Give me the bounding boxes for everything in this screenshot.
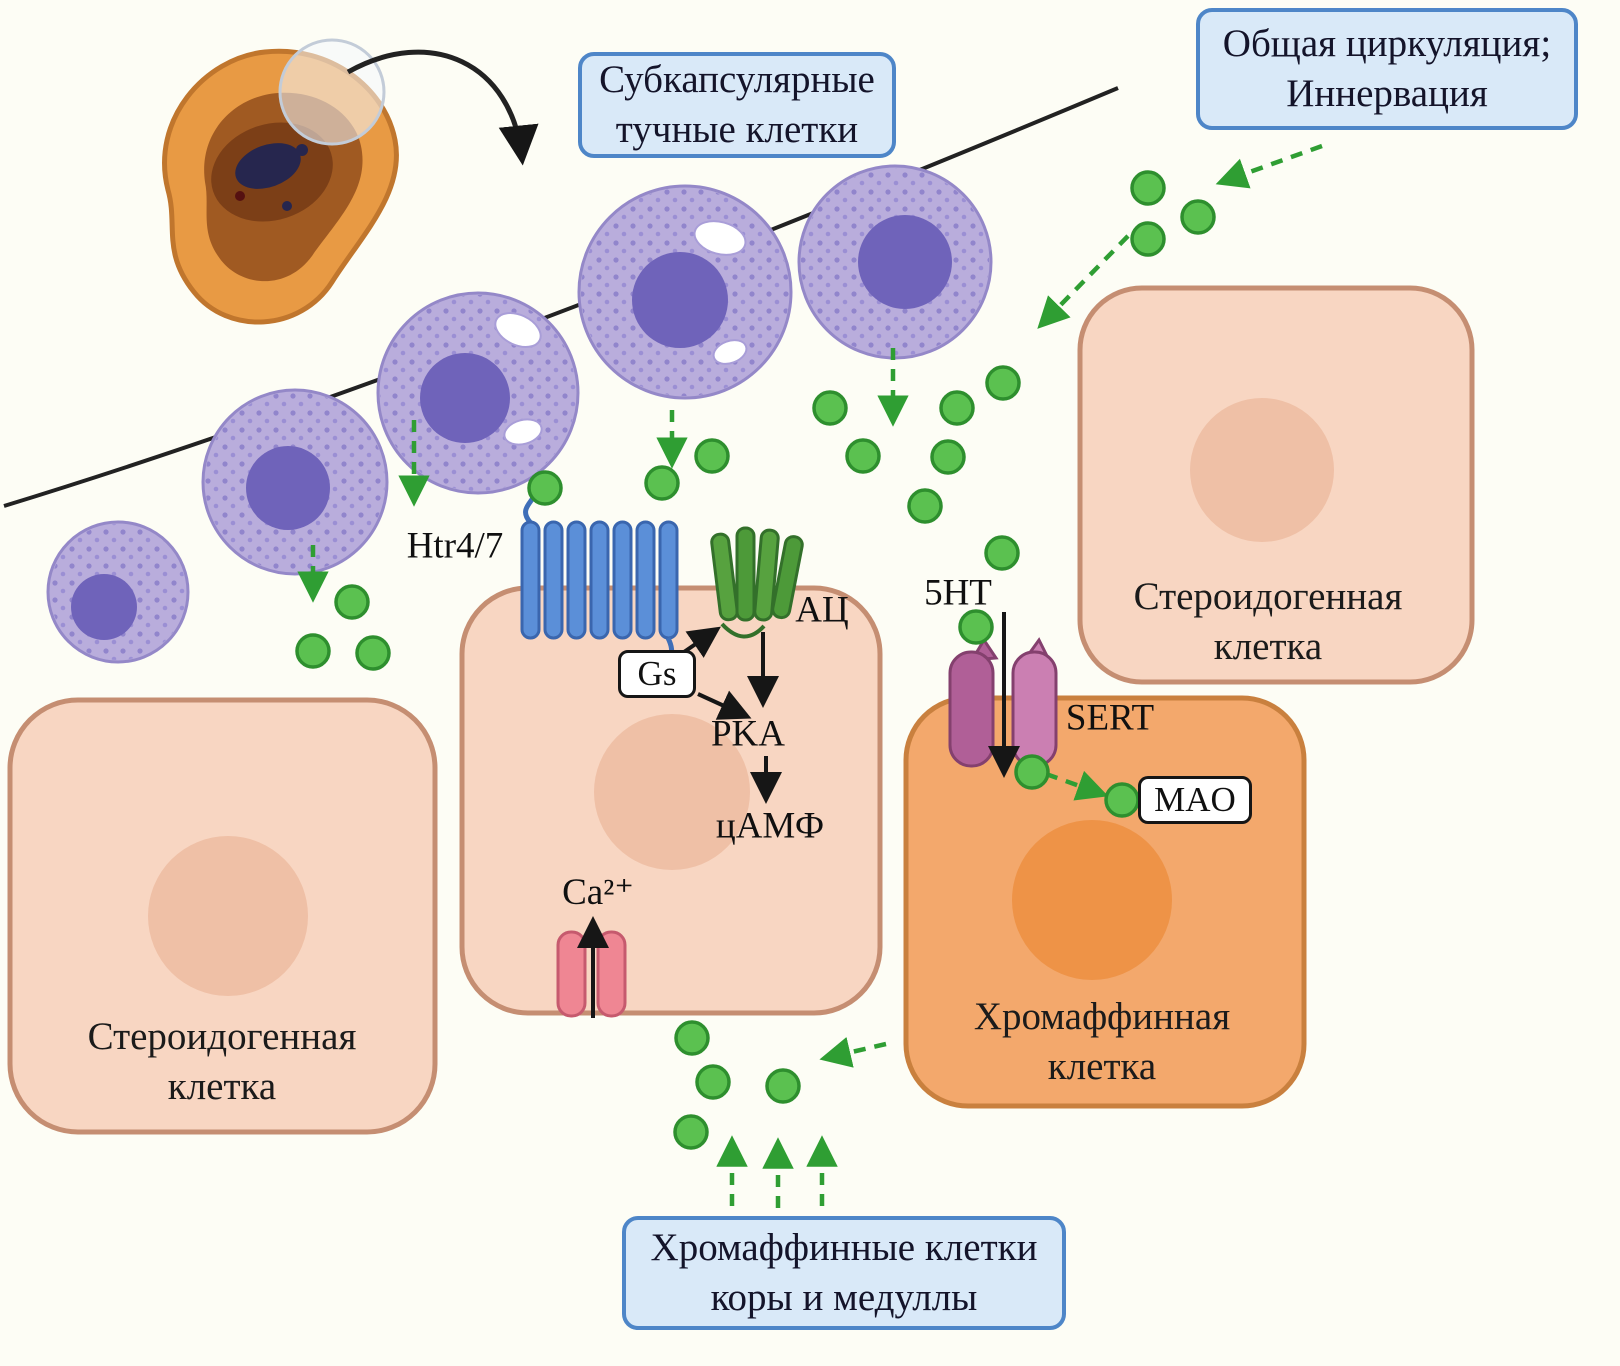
serotonin-dot: [930, 439, 966, 475]
serotonin-dot: [1014, 754, 1050, 790]
steroidogenic-cell-right-shape: [1077, 285, 1475, 685]
serotonin-dot: [295, 633, 331, 669]
gs-protein-box: Gs: [618, 650, 696, 698]
label-chromaffin: Хромаффинная клетка: [973, 995, 1231, 1088]
serotonin-dot: [845, 438, 881, 474]
label-camp: цАМФ: [715, 805, 825, 847]
serotonin-dot: [1180, 199, 1216, 235]
label-steroidogenic-right: Стероидогенная клетка: [1133, 575, 1403, 668]
serotonin-dot: [695, 1064, 731, 1100]
callout-circulation: Общая циркуляция; Иннервация: [1196, 8, 1578, 130]
steroidogenic-cell-left-shape: [7, 697, 438, 1135]
serotonin-dot: [1104, 782, 1140, 818]
mast-cell: [201, 388, 389, 576]
serotonin-dot: [984, 535, 1020, 571]
serotonin-dot: [765, 1068, 801, 1104]
serotonin-dot: [334, 584, 370, 620]
mast-cell: [46, 520, 190, 664]
serotonin-dot: [907, 488, 943, 524]
serotonin-dot: [644, 465, 680, 501]
serotonin-dot: [674, 1020, 710, 1056]
signaling-arrows: [577, 612, 1020, 1018]
label-sert: SERT: [1065, 697, 1155, 739]
label-pka: PKA: [710, 713, 786, 755]
serotonin-dot: [1130, 170, 1166, 206]
label-htr47: Htr4/7: [406, 525, 504, 567]
serotonin-dot: [1130, 221, 1166, 257]
sert-transporter-shape: [948, 637, 1058, 768]
serotonin-release-arrows: [297, 143, 1323, 1208]
mao-box: MAO: [1138, 776, 1252, 824]
serotonin-dot: [694, 438, 730, 474]
serotonin-dot: [355, 635, 391, 671]
label-adenylyl-cyclase: АЦ: [795, 589, 849, 631]
serotonin-dot: [673, 1114, 709, 1150]
adrenal-gland: [162, 38, 399, 325]
mast-cell: [376, 291, 580, 495]
calcium-channel-shape: [556, 930, 627, 1018]
capsule-line: [3, 86, 1119, 508]
zoom-arrow: [346, 49, 539, 166]
adenylyl-cyclase-shape: [710, 526, 804, 639]
mast-cell: [577, 184, 793, 400]
serotonin-dot: [958, 609, 994, 645]
label-serotonin: 5HT: [924, 572, 992, 614]
callout-chromaffin-source: Хромаффинные клетки коры и медуллы: [622, 1216, 1066, 1330]
label-calcium: Ca²⁺: [562, 872, 634, 913]
magnifier-lens-icon: [278, 38, 386, 146]
serotonin-dots: [295, 170, 1216, 1150]
mast-cell: [797, 164, 993, 360]
callout-mast-cells: Субкапсулярные тучные клетки: [578, 52, 896, 158]
serotonin-dot: [812, 390, 848, 426]
label-steroidogenic-left: Стероидогенная клетка: [87, 1015, 357, 1108]
serotonin-dot: [527, 470, 563, 506]
serotonin-dot: [939, 390, 975, 426]
serotonin-dot: [985, 365, 1021, 401]
